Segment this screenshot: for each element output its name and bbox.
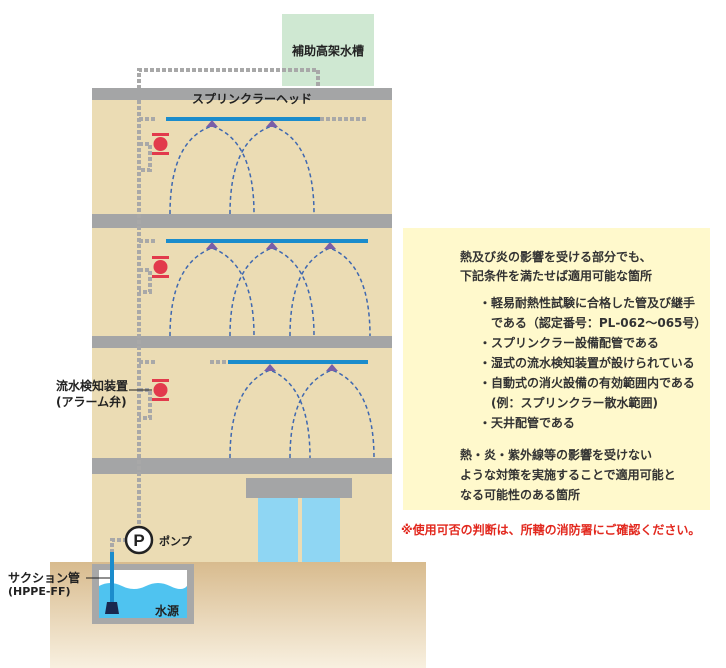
pump-label: ポンプ [159, 535, 192, 548]
floor-slab-1 [92, 214, 392, 228]
flow-detector-label: 流水検知装置 [56, 379, 129, 393]
sprinkler-head [206, 120, 218, 127]
sprinkler-head [266, 242, 278, 249]
sprinkler-head [324, 242, 336, 249]
entrance-door-left [258, 498, 298, 562]
auxiliary-tank [282, 14, 374, 86]
dotted-pipes [137, 68, 368, 540]
solid-pipes [166, 117, 368, 364]
tank-label: 補助高架水槽 [291, 43, 364, 58]
legend-dotted-text-3: なる可能性のある箇所 [460, 488, 581, 502]
sprinkler-head [266, 120, 278, 127]
sprinkler-head [206, 242, 218, 249]
legend-dotted-text-2: ような対策を実施することで適用可能と [460, 468, 676, 482]
floor-slab-2 [92, 336, 392, 348]
legend-condition: ・スプリンクラー設備配管である [479, 336, 659, 350]
roof-slab [92, 88, 392, 100]
suction-pipe-label: サクション管 [8, 571, 81, 585]
sprinkler-head [264, 364, 276, 371]
legend-condition: である（認定番号：PL-062～065号） [479, 316, 707, 330]
spray-patterns [169, 125, 375, 459]
sprinkler-heads [206, 120, 338, 371]
entrance-door-right [302, 498, 340, 562]
flow-detector-sub-label: (アラーム弁) [56, 395, 127, 409]
legend-panel: 熱及び炎の影響を受ける部分でも、 下記条件を満たせば適用可能な箇所 ・軽易耐熱性… [403, 228, 710, 510]
flow-detector-valve-1 [152, 133, 169, 155]
legend-condition: ・湿式の流水検知装置が設けられている [479, 356, 695, 370]
legend-dotted-text-1: 熱・炎・紫外線等の影響を受けない [460, 448, 653, 462]
floor-slab-3 [92, 458, 392, 474]
legend-solid-text-2: 下記条件を満たせば適用可能な箇所 [460, 269, 653, 283]
flow-detector-valve-2 [152, 256, 169, 278]
caution-note: ※使用可否の判断は、所轄の消防署にご確認ください。 [401, 523, 701, 537]
flow-detector-valve-3 [152, 379, 169, 401]
pump-icon-letter: P [133, 531, 144, 550]
legend-solid-text-1: 熱及び炎の影響を受ける部分でも、 [460, 250, 652, 264]
legend-condition: ・天井配管である [479, 416, 575, 430]
water-source-label: 水源 [155, 604, 180, 618]
sprinkler-head [326, 364, 338, 371]
foot-valve [105, 602, 119, 614]
sprinkler-head-label: スプリンクラーヘッド [192, 92, 313, 106]
suction-pipe-sub-label: (HPPE-FF) [8, 585, 71, 598]
legend-condition: (例：スプリンクラー散水範囲) [479, 396, 658, 410]
pump-icon [124, 525, 154, 555]
legend-condition: ・軽易耐熱性試験に合格した管及び継手 [479, 296, 696, 310]
legend-condition: ・自動式の消火設備の有効範囲内である [479, 376, 695, 390]
entrance-canopy [246, 478, 352, 498]
water-surface [99, 583, 187, 618]
